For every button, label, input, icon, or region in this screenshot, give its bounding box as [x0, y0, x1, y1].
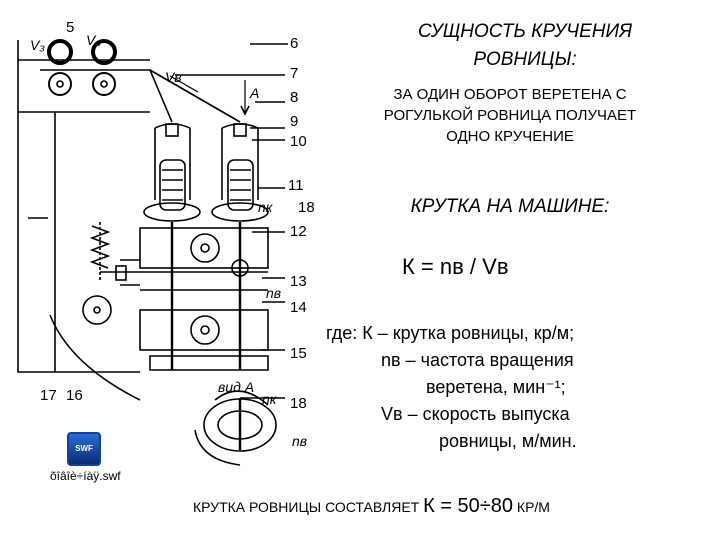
diagram-label-v4: V₄ [86, 32, 101, 48]
diagram-label-12: 12 [290, 223, 307, 240]
section-title-twist: КРУТКА НА МАШИНЕ: [410, 196, 610, 217]
definition-line-3: веретена, мин⁻¹; [426, 377, 566, 397]
diagram-label-9: 9 [290, 113, 298, 130]
statement-line-3: ОДНО КРУЧЕНИЕ [446, 128, 574, 145]
definition-line-2: nв – частота вращения [381, 350, 574, 370]
diagram-label-13: 13 [290, 273, 307, 290]
definition-line-5: ровницы, м/мин. [439, 431, 577, 451]
diagram-label-15: 15 [290, 345, 307, 362]
twist-formula: К = nв / Vв [402, 254, 509, 279]
diagram-label-nk2: nк [262, 391, 278, 407]
flash-file-icon[interactable]: SWF [67, 432, 101, 466]
conclusion-value: К = 50÷80 [423, 495, 514, 517]
diagram-label-vid-a: вид A [218, 379, 254, 395]
conclusion-unit: КР/М [513, 499, 550, 515]
definitions: где: К – крутка ровницы, кр/м; nв – част… [326, 320, 706, 455]
diagram-label-18b: 18 [290, 395, 307, 412]
diagram-label-10: 10 [290, 133, 307, 150]
statement-line-2: РОГУЛЬКОЙ РОВНИЦА ПОЛУЧАЕТ [383, 107, 637, 124]
swf-icon-text: SWF [75, 444, 93, 453]
diagram-label-a: A [249, 85, 259, 101]
heading: СУЩНОСТЬ КРУЧЕНИЯ РОВНИЦЫ: [360, 18, 690, 74]
statement: ЗА ОДИН ОБОРОТ ВЕРЕТЕНА С РОГУЛЬКОЙ РОВН… [330, 84, 690, 147]
diagram-label-vb: Vв [165, 69, 182, 85]
conclusion-prefix: КРУТКА РОВНИЦЫ СОСТАВЛЯЕТ [193, 499, 424, 515]
swf-filename[interactable]: õîâîè÷íàÿ.swf [50, 469, 121, 483]
diagram-label-11: 11 [288, 177, 304, 194]
diagram-label-8: 8 [290, 89, 298, 106]
statement-line-1: ЗА ОДИН ОБОРОТ ВЕРЕТЕНА С [393, 86, 627, 103]
diagram-label-17: 17 [40, 387, 57, 404]
definition-line-1: где: К – крутка ровницы, кр/м; [326, 323, 575, 343]
heading-line-1: СУЩНОСТЬ КРУЧЕНИЯ [417, 21, 633, 42]
spinning-frame-diagram: 5 V₃ V₄ 6 Vв 7 A 8 9 10 11 nк 18 12 13 n… [17, 19, 315, 466]
diagram-label-nk: nк [258, 199, 274, 215]
diagram-label-18a: 18 [298, 199, 315, 216]
diagram-label-14: 14 [290, 299, 307, 316]
diagram-label-16: 16 [66, 387, 83, 404]
diagram-label-5: 5 [66, 19, 74, 36]
diagram-label-6: 6 [290, 35, 298, 52]
diagram-label-v3: V₃ [30, 37, 45, 53]
diagram-label-7: 7 [290, 65, 298, 82]
diagram-label-nb2: nв [292, 433, 307, 449]
definition-line-4: Vв – скорость выпуска [381, 404, 570, 424]
swf-attachment[interactable]: SWF õîâîè÷íàÿ.swf [50, 432, 150, 483]
conclusion: КРУТКА РОВНИЦЫ СОСТАВЛЯЕТ К = 50÷80 КР/М [193, 495, 550, 518]
heading-line-2: РОВНИЦЫ: [473, 49, 577, 70]
diagram-label-nb: nв [266, 285, 281, 301]
